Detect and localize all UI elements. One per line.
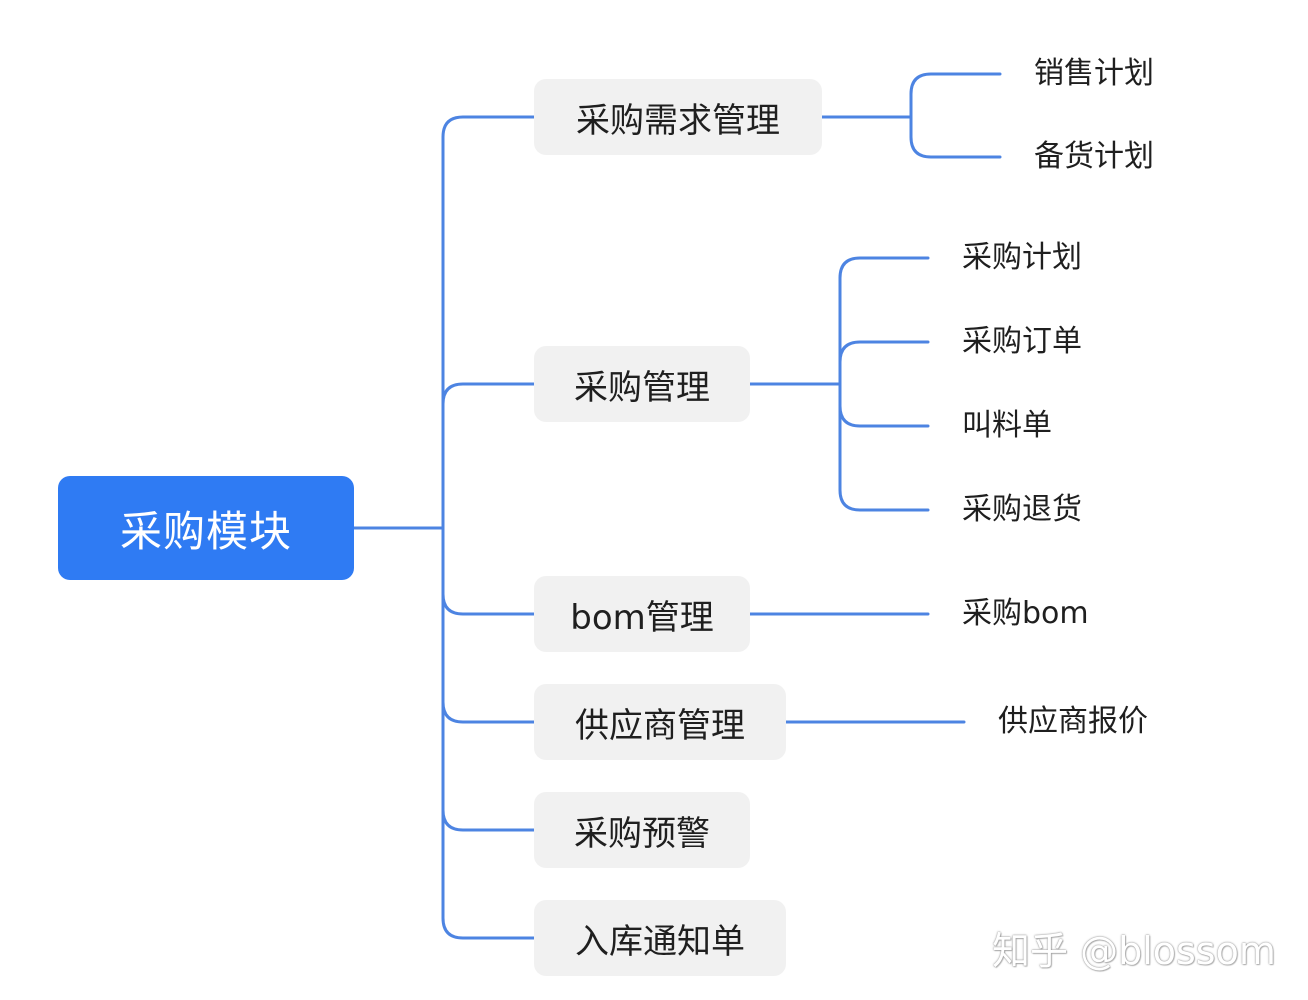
link-b2-c2 bbox=[838, 340, 930, 364]
leaf-purchase-return[interactable]: 采购退货 bbox=[962, 492, 1082, 527]
link-branch-3 bbox=[441, 592, 536, 616]
leaf-sales-plan[interactable]: 销售计划 bbox=[1034, 56, 1154, 91]
link-branch-2 bbox=[441, 382, 536, 406]
branch-node-supplier-management[interactable]: 供应商管理 bbox=[534, 684, 786, 760]
leaf-purchase-order[interactable]: 采购订单 bbox=[962, 324, 1082, 359]
branch-node-purchase-warning[interactable]: 采购预警 bbox=[534, 792, 750, 868]
link-b2-fork bbox=[838, 256, 930, 512]
branch-node-inbound-notice[interactable]: 入库通知单 bbox=[534, 900, 786, 976]
branch-node-bom-management[interactable]: bom管理 bbox=[534, 576, 750, 652]
leaf-supplier-quote[interactable]: 供应商报价 bbox=[998, 704, 1148, 739]
link-branch-4 bbox=[441, 700, 536, 724]
leaf-purchase-plan[interactable]: 采购计划 bbox=[962, 240, 1082, 275]
branch-node-purchase-demand[interactable]: 采购需求管理 bbox=[534, 79, 822, 155]
watermark: 知乎 @blossom bbox=[992, 929, 1276, 973]
branch-node-purchase-management[interactable]: 采购管理 bbox=[534, 346, 750, 422]
root-node[interactable]: 采购模块 bbox=[58, 476, 354, 580]
leaf-stock-plan[interactable]: 备货计划 bbox=[1034, 139, 1154, 174]
link-b1-fork bbox=[909, 72, 1002, 159]
leaf-purchase-bom[interactable]: 采购bom bbox=[962, 596, 1089, 631]
leaf-material-call[interactable]: 叫料单 bbox=[962, 408, 1052, 443]
link-branch-5 bbox=[441, 808, 536, 832]
link-b2-c3 bbox=[838, 404, 930, 428]
link-trunk bbox=[441, 115, 536, 940]
